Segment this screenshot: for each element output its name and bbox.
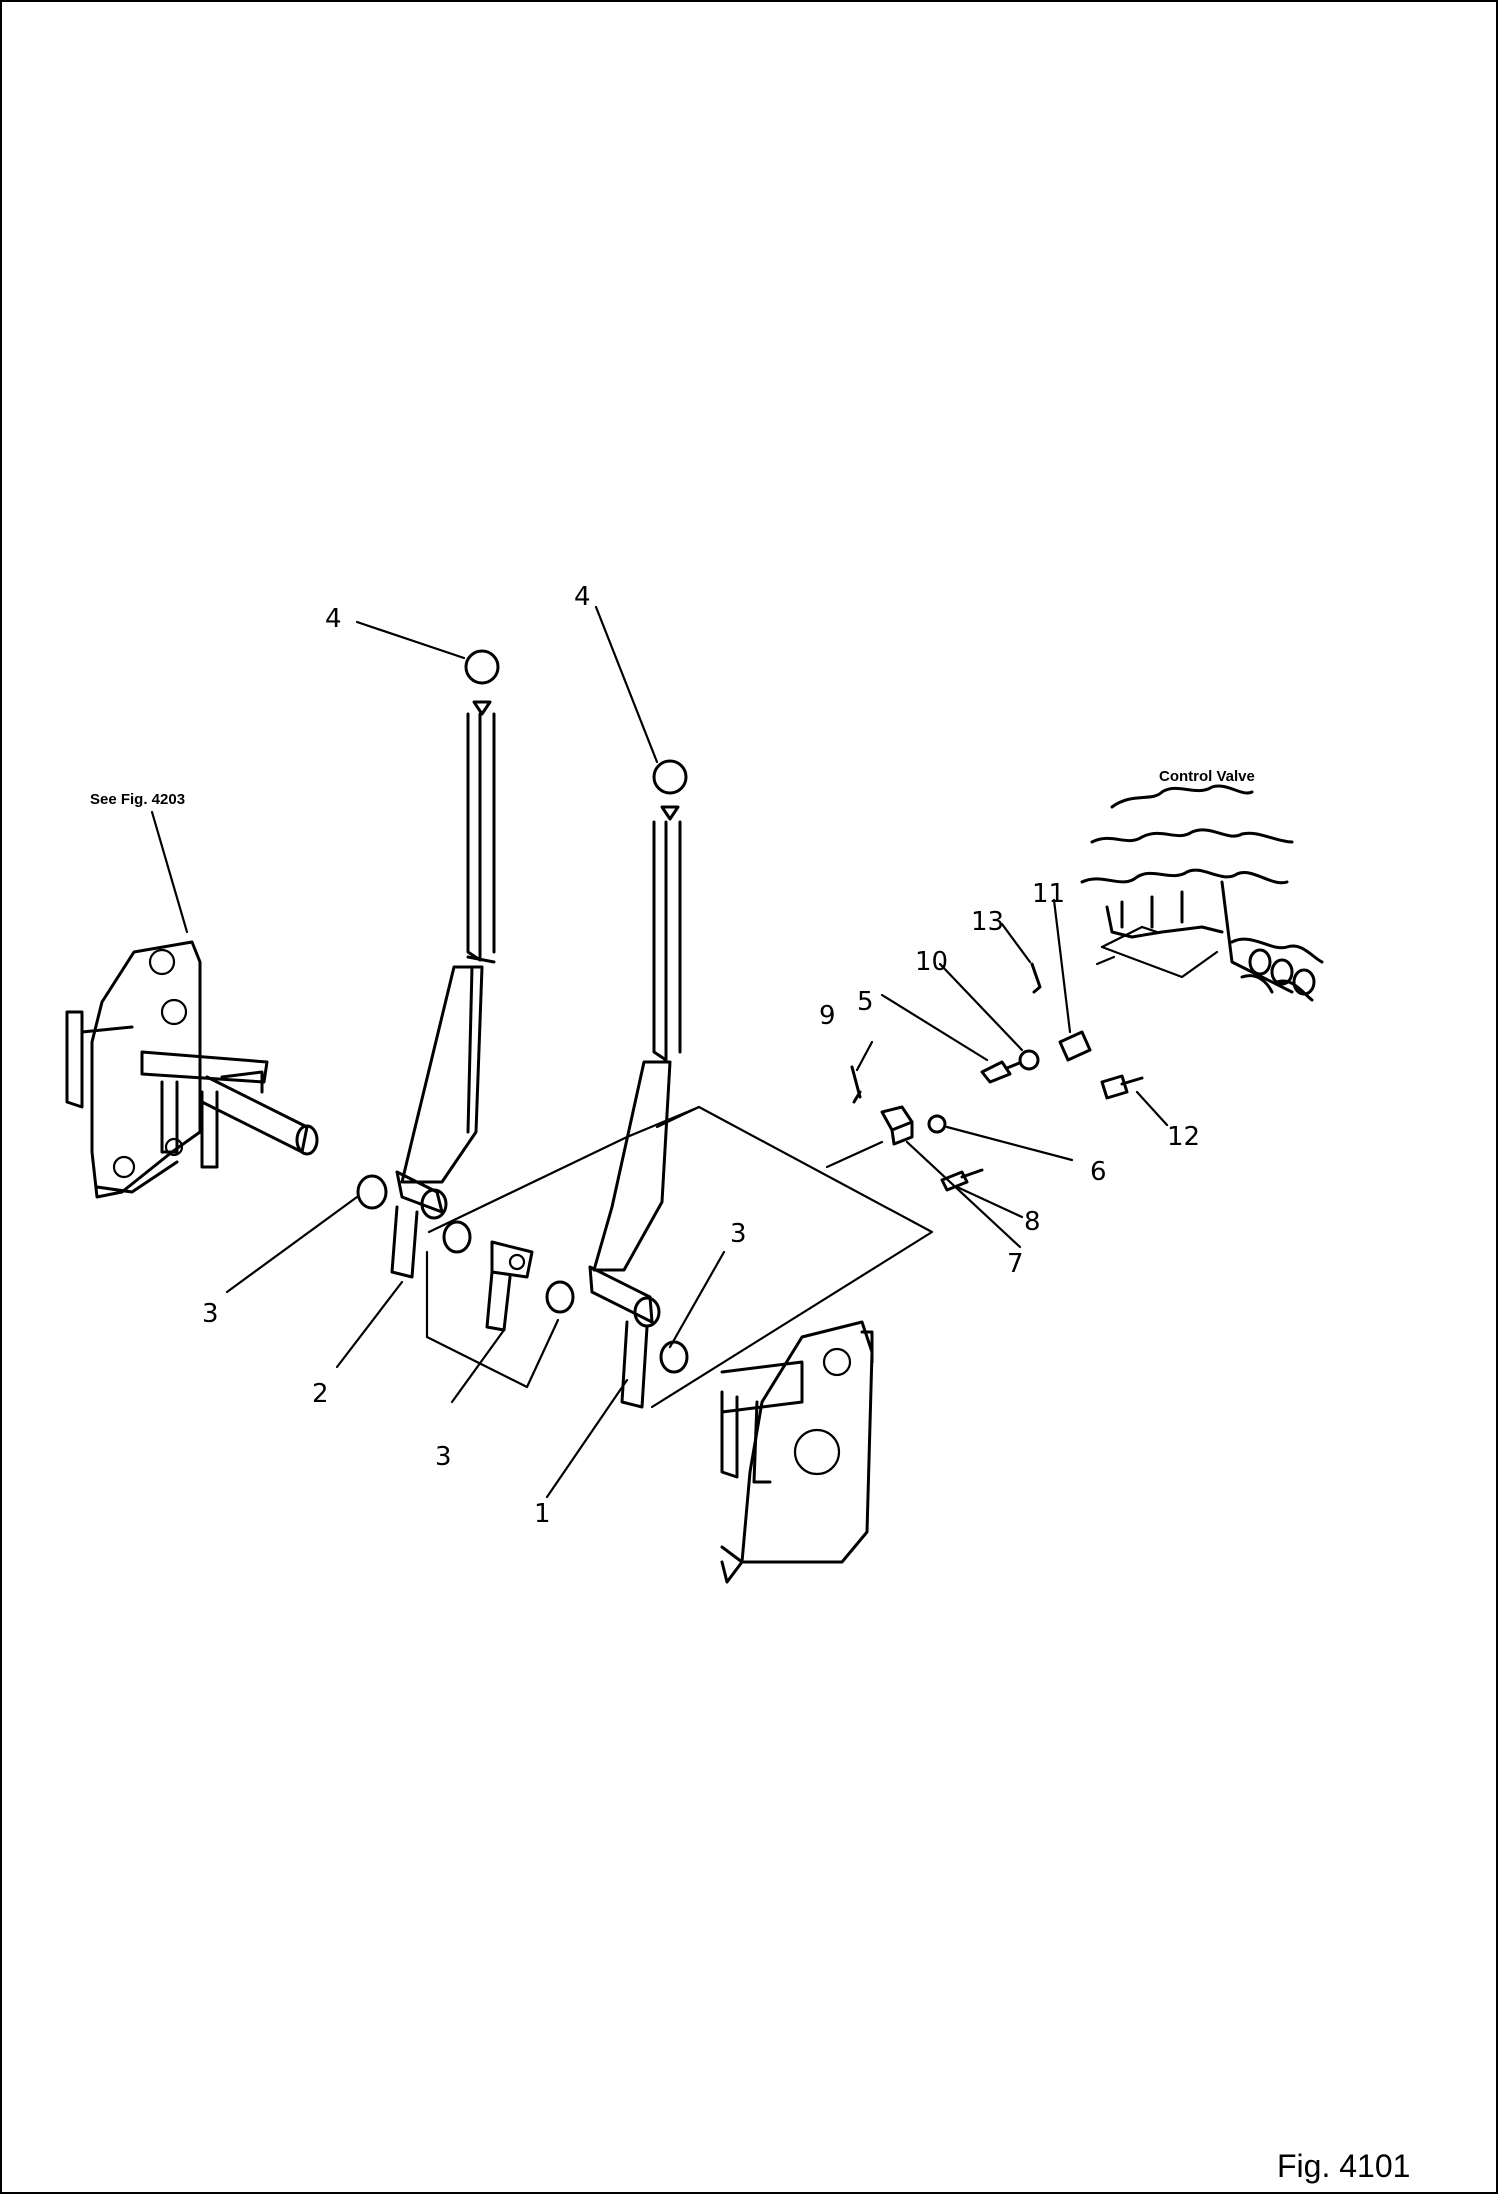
knob-right <box>652 759 688 795</box>
callout-9: 9 <box>819 1001 836 1031</box>
control-valve <box>1080 784 1324 1002</box>
callout-labels: 4 4 3 2 3 3 1 7 8 6 9 5 10 13 11 12 <box>202 582 1200 1529</box>
bolt-8 <box>940 1170 969 1192</box>
callout-8: 8 <box>1024 1207 1041 1237</box>
callout-6: 6 <box>1090 1157 1107 1187</box>
figure-caption: Fig. 4101 <box>1277 2148 1410 2184</box>
callout-11: 11 <box>1032 879 1065 909</box>
assembly-plane-lines <box>425 925 1219 1409</box>
linkage-parts <box>850 962 1144 1192</box>
callout-3-left: 3 <box>202 1299 219 1329</box>
nut-6 <box>927 1114 947 1134</box>
callout-7: 7 <box>1007 1249 1024 1279</box>
callout-1: 1 <box>534 1499 551 1529</box>
knob-left <box>464 649 500 685</box>
callout-12: 12 <box>1167 1122 1200 1152</box>
bushings <box>356 1174 689 1374</box>
callout-10: 10 <box>915 947 948 977</box>
clevis-7 <box>880 1105 914 1132</box>
see-figure-note: See Fig. 4203 <box>90 791 185 808</box>
callout-3-right: 3 <box>730 1219 747 1249</box>
rod-5 <box>980 1060 1012 1084</box>
leader-lines <box>150 605 1169 1499</box>
right-bracket-assembly <box>720 1320 874 1584</box>
callout-5: 5 <box>857 987 874 1017</box>
callout-13: 13 <box>971 907 1004 937</box>
pin-9 <box>850 1065 862 1104</box>
callout-2: 2 <box>312 1379 329 1409</box>
callout-4-right: 4 <box>574 582 591 612</box>
lever-1 <box>588 759 688 1409</box>
callout-4-left: 4 <box>325 604 342 634</box>
pin-13 <box>1030 962 1042 994</box>
control-valve-label: Control Valve <box>1159 768 1255 785</box>
bolt-12 <box>1100 1074 1129 1100</box>
left-bracket-assembly <box>65 940 319 1199</box>
nut-10 <box>1018 1049 1040 1071</box>
lever-2 <box>390 649 500 1279</box>
clevis-11 <box>1058 1030 1092 1062</box>
callout-3-bottom: 3 <box>435 1442 452 1472</box>
